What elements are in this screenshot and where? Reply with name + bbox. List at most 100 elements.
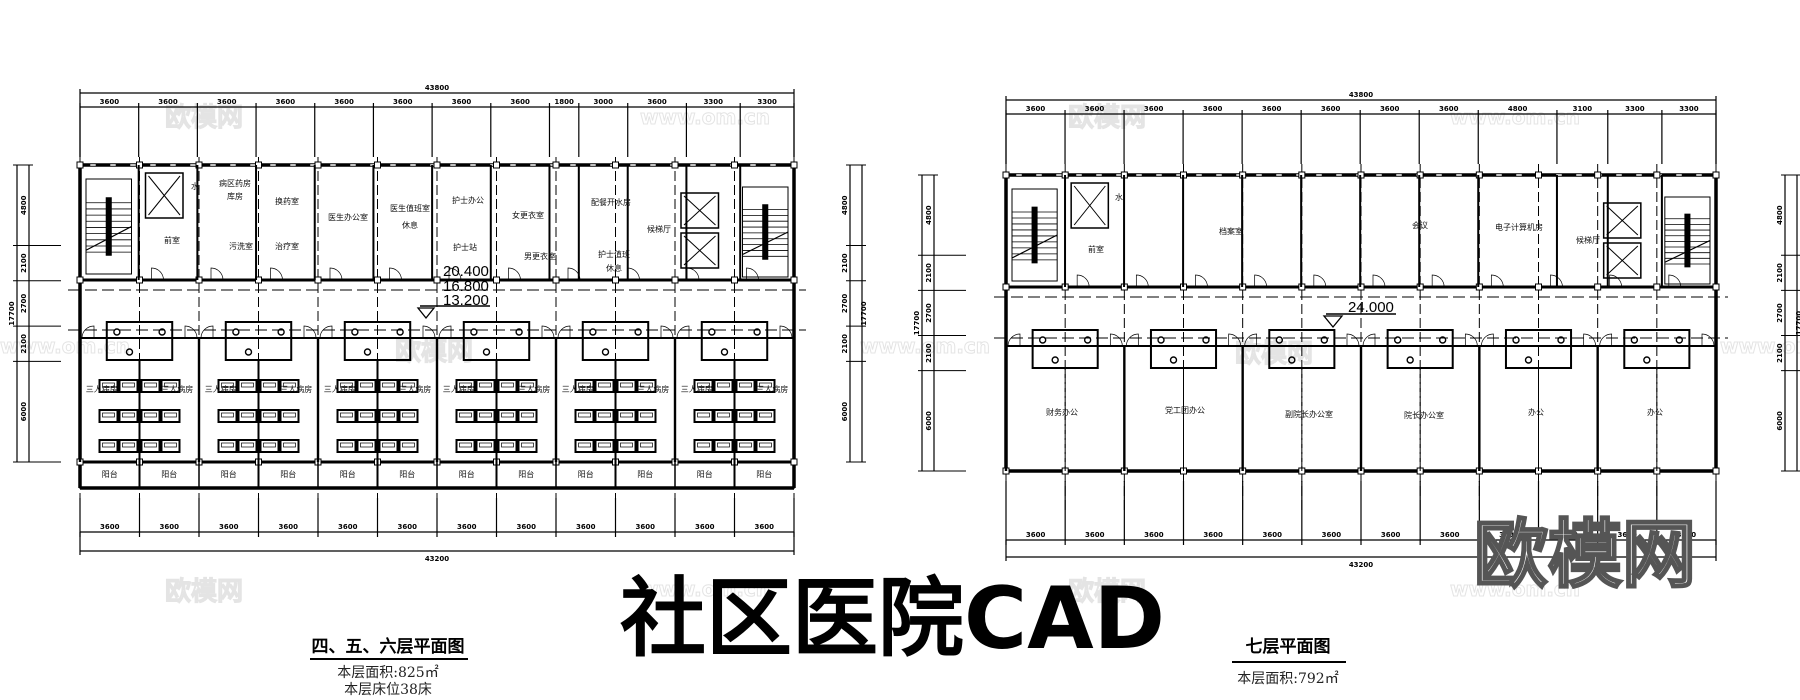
dimension-label: 3600 [398, 523, 418, 531]
door-swing [557, 325, 571, 339]
bed-pillow [479, 412, 492, 418]
bed [574, 409, 595, 423]
dimension-label: 3600 [1322, 531, 1342, 539]
bed-pillow [122, 382, 135, 388]
dimension-total-label: 43200 [425, 555, 449, 563]
ward-label: 三人病房 [756, 384, 788, 394]
dimension-total-label: 17700 [913, 311, 921, 335]
dimension-label: 3600 [510, 98, 530, 106]
dimension-label: 6000 [925, 411, 933, 431]
door-swing [1609, 274, 1623, 288]
toilet-fixture-icon [708, 328, 716, 336]
right-plan-labels: 水 前室 档案室 会议 电子计算机房 候梯厅 财务办公 党工团办公 副院长办公室… [1046, 192, 1663, 420]
door-swing [1313, 274, 1327, 288]
room-label: 医生办公室 [328, 212, 368, 222]
toilet-fixture-icon [1320, 336, 1329, 344]
door-swing [438, 325, 452, 339]
room-label: 前室 [164, 235, 180, 245]
toilet-fixture-icon [589, 328, 597, 336]
room-label: 前室 [1088, 244, 1104, 254]
bed-pillow [759, 412, 772, 418]
balcony-label: 阳台 [102, 469, 118, 479]
bed-pillow [241, 382, 254, 388]
dimension-label: 3600 [1439, 105, 1459, 113]
toilet-fixture-icon [158, 328, 166, 336]
toilet-fixture-icon [1675, 336, 1684, 344]
door-swing [1583, 333, 1597, 347]
door-swing [1195, 274, 1208, 288]
balcony-label: 阳台 [637, 469, 653, 479]
structural-column [314, 276, 322, 284]
bed [398, 439, 419, 453]
ward-label: 三人病房 [161, 384, 193, 394]
door-swing [1135, 274, 1149, 288]
window-mark [469, 163, 477, 167]
toilet-fixture-icon [232, 328, 240, 336]
dimension-label: 2100 [925, 263, 933, 283]
toilet-fixture-icon [1512, 336, 1520, 344]
bed-pillow [144, 382, 157, 388]
structural-column [1535, 171, 1542, 179]
structural-column [493, 161, 500, 169]
bed [713, 379, 734, 393]
room-label: 配餐开水房 [591, 197, 631, 207]
elevator-cross [1606, 245, 1639, 276]
dimension-label: 3600 [1380, 105, 1400, 113]
dimension-label: 4800 [1776, 205, 1784, 225]
dimension-label: 2100 [841, 253, 849, 273]
watermark-url: www.om.cn [1450, 105, 1580, 129]
window-mark [1615, 173, 1623, 177]
bed [160, 379, 181, 393]
ward-label: 三人病房 [205, 384, 237, 394]
bed [735, 439, 756, 453]
window-mark [569, 163, 577, 167]
dimension-label: 3600 [100, 523, 120, 531]
dimension-label: 2700 [925, 303, 933, 323]
room-label: 档案室 [1219, 226, 1243, 236]
bed-pillow [402, 382, 415, 388]
bed [517, 379, 538, 393]
stair-handrail [105, 197, 112, 256]
bed [636, 409, 657, 423]
toilet-fixture-icon [1557, 336, 1565, 344]
dimension-label: 3600 [1026, 105, 1046, 113]
door-swing [1372, 274, 1386, 288]
bed-pillow [221, 382, 234, 388]
watermark-url: www.om.cn [640, 105, 770, 129]
structural-column [195, 276, 203, 284]
window-mark [769, 163, 777, 167]
window-mark [89, 163, 97, 167]
structural-column [790, 276, 798, 284]
dimension-label: 3600 [1085, 531, 1105, 539]
toilet-fixture-icon [515, 328, 523, 336]
elevation-marker-icon [416, 307, 436, 320]
bed-pillow [283, 412, 296, 418]
room-label: 女更衣室 [512, 210, 544, 220]
door-swing [200, 325, 214, 339]
elevation-label: 16.800 [443, 278, 489, 295]
bed-pillow [263, 382, 276, 388]
bed-pillow [144, 412, 157, 418]
window-mark [1435, 173, 1443, 177]
bed [356, 379, 377, 393]
dimension-label: 3600 [1440, 531, 1460, 539]
watermark-url: www.om.cn [1720, 334, 1800, 358]
structural-column [314, 161, 322, 169]
bed-pillow [102, 442, 115, 448]
room-label: 库房 [227, 191, 243, 201]
window-mark [409, 163, 417, 167]
toilet-fixture-icon [482, 348, 491, 356]
window-mark [1315, 173, 1323, 177]
door-swing [676, 325, 690, 339]
toilet-fixture-icon [753, 328, 761, 336]
toilet-fixture-icon [1202, 336, 1210, 344]
structural-column [1653, 283, 1661, 291]
bed-pillow [102, 412, 115, 418]
toilet-fixture-icon [1288, 356, 1296, 364]
dimension-label: 3600 [1026, 531, 1046, 539]
room-label: 会议 [1412, 220, 1428, 230]
room-label: 换药室 [275, 196, 299, 206]
bed-pillow [459, 382, 472, 388]
dimension-label: 3600 [338, 523, 358, 531]
room-label: 休息 [402, 220, 418, 230]
